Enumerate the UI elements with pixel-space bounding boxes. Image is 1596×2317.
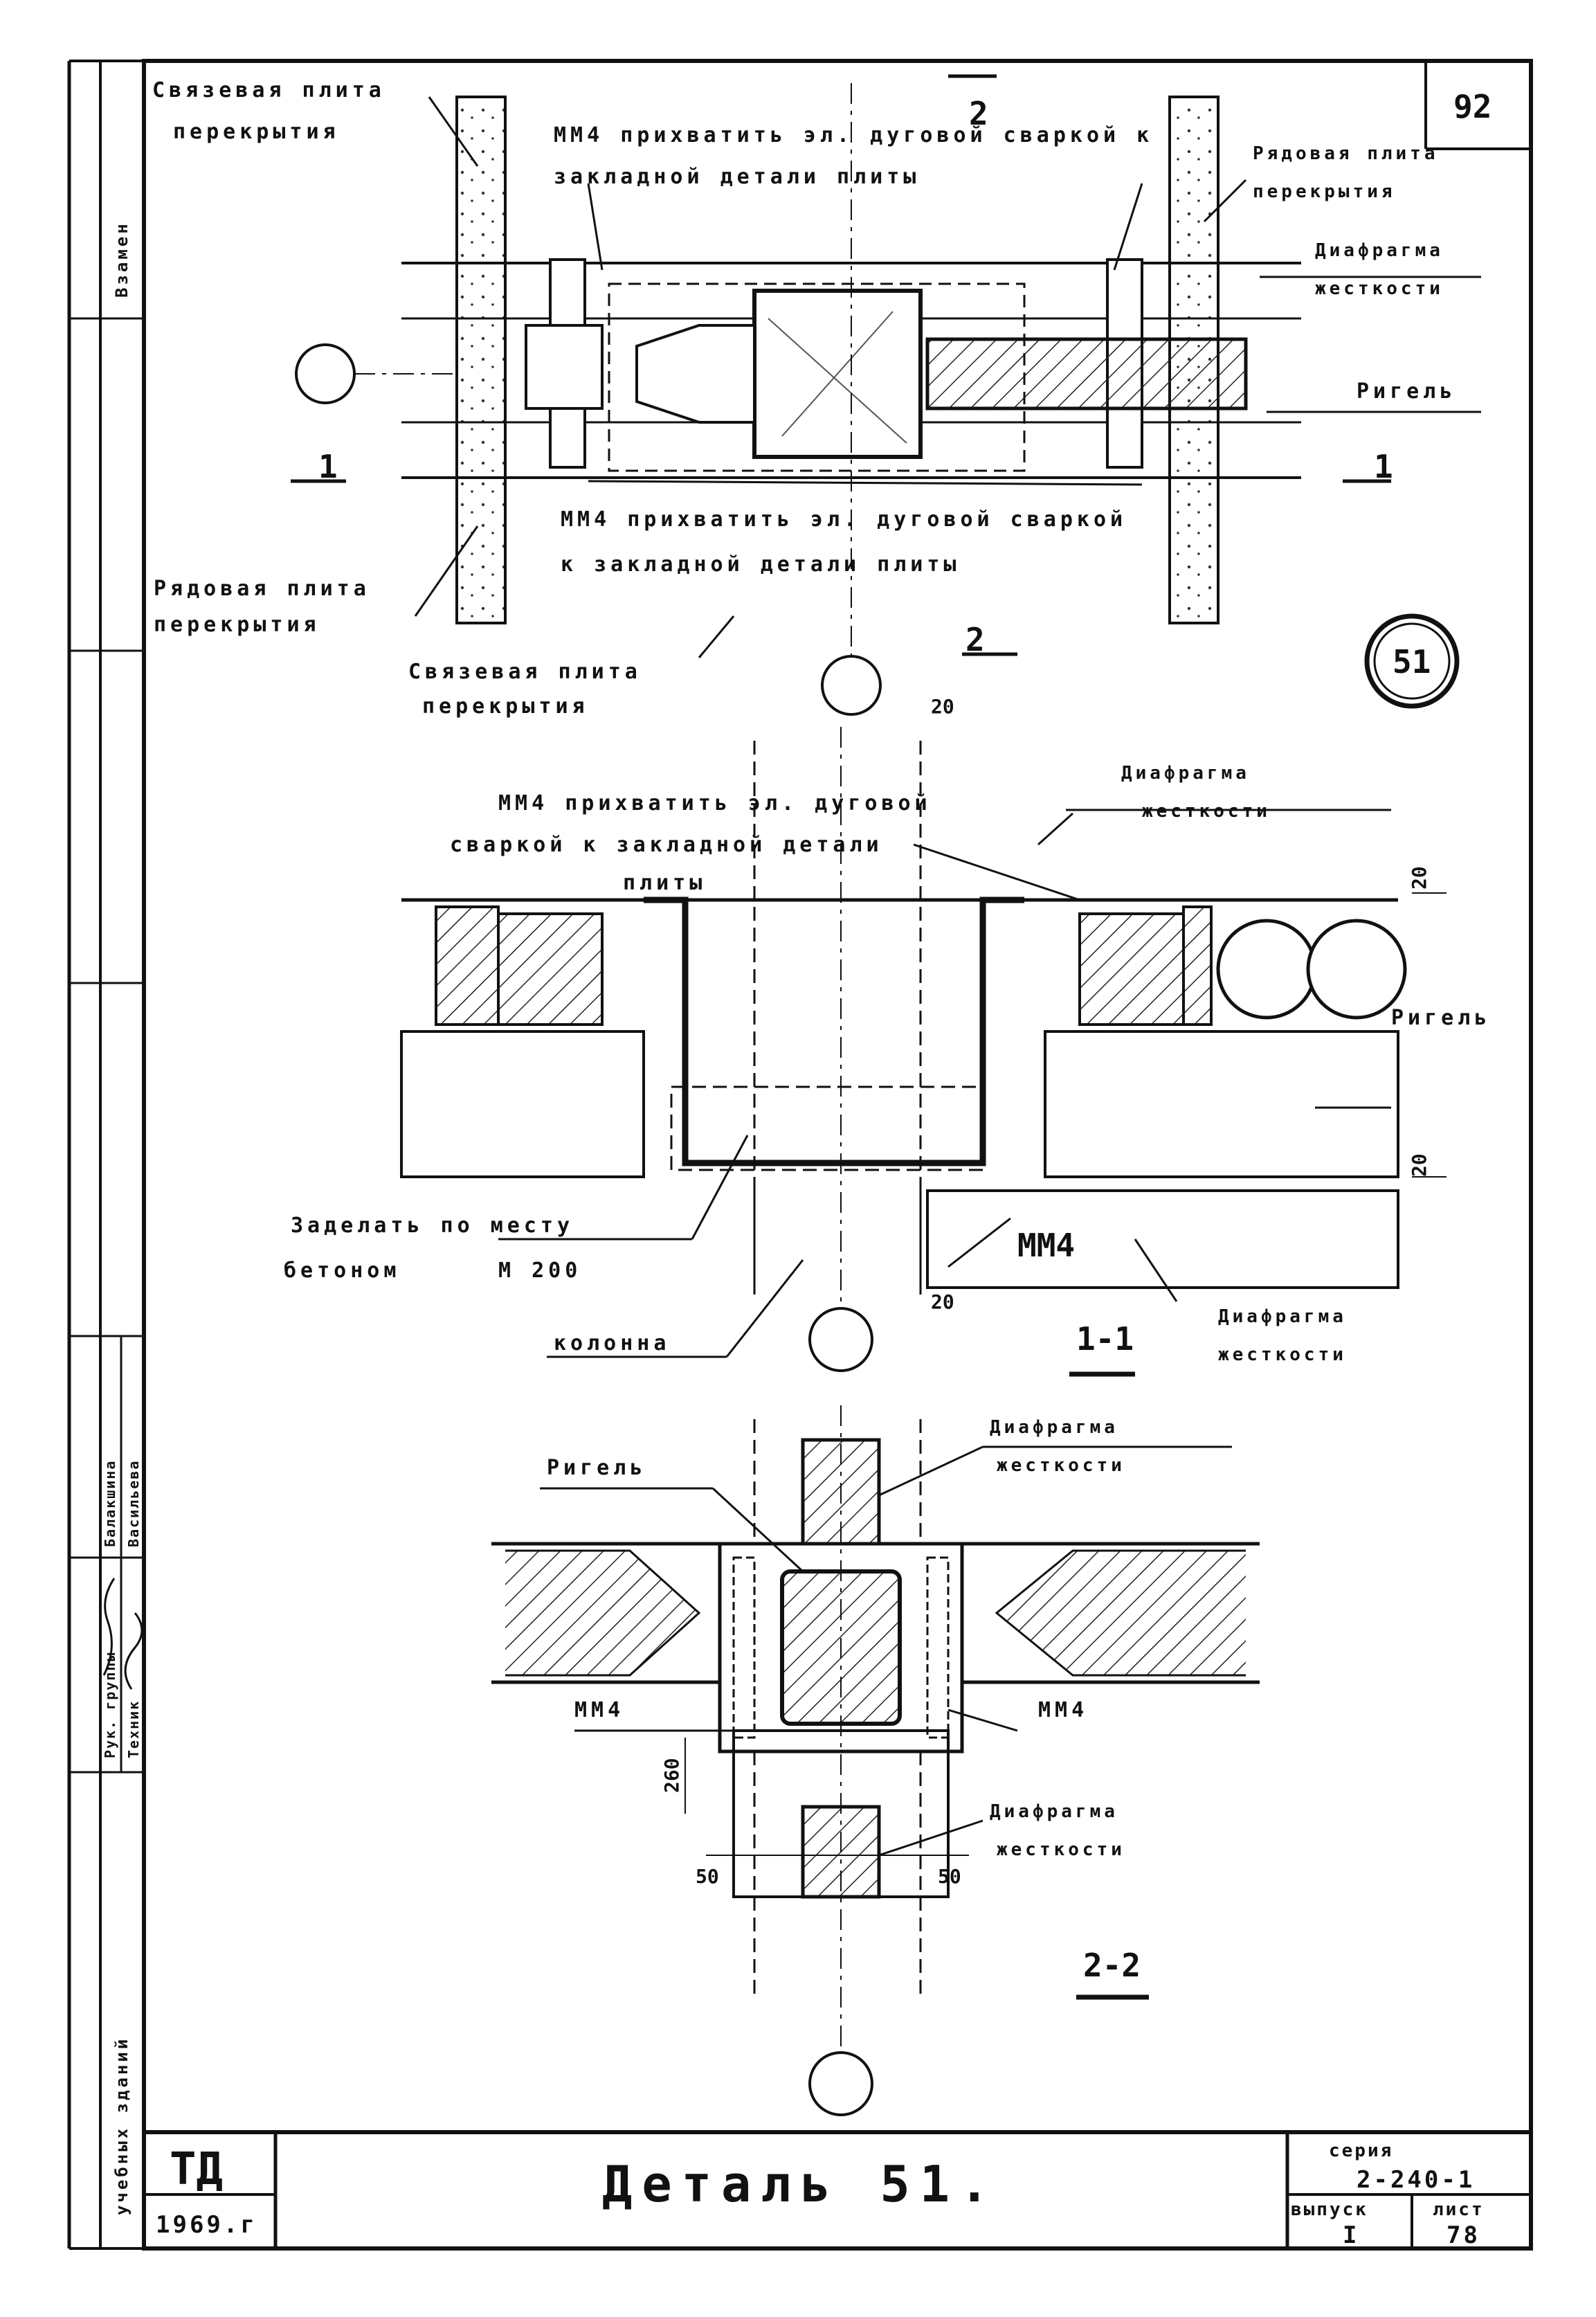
s22-dim-260: 260: [660, 1758, 683, 1793]
s22-label-diaphragm-bottom-1: Диафрагма: [990, 1801, 1118, 1822]
s22-title: 2-2: [1083, 1947, 1141, 1984]
s11-label-diaphragm-bottom-1: Диафрагма: [1218, 1306, 1347, 1327]
tb-issue-value: I: [1343, 2221, 1359, 2249]
s11-dim-20-bottom: 20: [931, 1290, 954, 1313]
detail-mark: 51: [1364, 613, 1460, 709]
side-strip: Взамен учебных зданий Рук. группы Техник…: [102, 221, 143, 2215]
plan-label-row-slab-left-2: перекрытия: [154, 613, 320, 637]
tb-sheet-label: лист: [1433, 2199, 1485, 2220]
s22-label-mm4-right: ММ4: [1038, 1698, 1088, 1722]
s11-label-crossbar: Ригель: [1391, 1006, 1491, 1030]
tb-series-label: серия: [1329, 2140, 1393, 2161]
plan-label-row-slab-right-1: Рядовая плита: [1253, 143, 1439, 164]
s11-label-diaphragm-bottom-2: жесткости: [1218, 1344, 1347, 1365]
s11-label-mm4: ММ4: [1017, 1227, 1075, 1264]
s11-label-diaphragm-top-2: жесткости: [1142, 801, 1271, 822]
side-role-1: Рук. группы: [102, 1652, 118, 1758]
plan-label-row-slab-left-1: Рядовая плита: [154, 577, 370, 601]
plan-section-mark-bottom: 2: [965, 621, 985, 658]
sheet-number: 92: [1453, 88, 1491, 125]
s11-label-weld-3: плиты: [623, 871, 706, 895]
plan-label-diaphragm-right-2: жесткости: [1315, 278, 1444, 299]
s11-dim-20-right-bottom: 20: [1408, 1153, 1431, 1177]
plan-label-tie-slab-top-2: перекрытия: [173, 120, 340, 144]
plan-label-weld-top-2: закладной детали плиты: [554, 165, 920, 189]
s11-label-diaphragm-top-1: Диафрагма: [1121, 763, 1250, 784]
s11-label-column: колонна: [554, 1331, 670, 1355]
side-name-2: Васильева: [125, 1460, 142, 1547]
s22-label-mm4-left: ММ4: [574, 1698, 624, 1722]
sheet-frame: [67, 59, 1533, 2251]
tb-sheet-value: 78: [1447, 2221, 1480, 2249]
title-block: ТД 1969.г Деталь 51. серия 2-240-1 выпус…: [144, 2130, 1531, 2249]
plan-label-crossbar: Ригель: [1357, 379, 1456, 404]
tb-title: Деталь 51.: [602, 2155, 999, 2213]
s22-label-diaphragm-top-2: жесткости: [997, 1455, 1125, 1476]
detail-mark-number: 51: [1393, 643, 1431, 680]
s11-label-fill-2: бетоном: [284, 1259, 400, 1283]
s11-label-weld-2: сваркой к закладной детали: [450, 833, 883, 857]
signature-2: [124, 1612, 143, 1690]
plan-view: 2 2 1 1 Связевая плита перекрытия ММ4 пр…: [152, 74, 1481, 719]
s11-label-fill-grade: М 200: [498, 1259, 581, 1283]
plan-label-weld-bottom-1: ММ4 прихватить эл. дуговой сваркой: [561, 507, 1127, 532]
plan-label-tie-slab-top-1: Связевая плита: [152, 78, 386, 102]
side-vzamen: Взамен: [112, 221, 132, 298]
section-1-1: 20 20 20 20 ММ4 прихватить эл. дуговой с…: [284, 695, 1491, 1377]
s22-dim-50-left: 50: [696, 1865, 719, 1888]
s22-label-diaphragm-bottom-2: жесткости: [997, 1839, 1125, 1860]
side-title: учебных зданий: [112, 2037, 132, 2215]
s11-label-fill-1: Заделать по месту: [291, 1214, 574, 1238]
plan-label-tie-slab-bottom-2: перекрытия: [422, 694, 589, 719]
section-2-2: 260 50 50 Ригель Диафрагма жесткости ММ4…: [491, 1405, 1260, 2116]
side-role-2: Техник: [125, 1700, 142, 1758]
tb-year: 1969.г: [156, 2211, 257, 2239]
s22-dim-50-right: 50: [938, 1865, 961, 1888]
s11-dim-20-right-top: 20: [1408, 866, 1431, 890]
tb-series-value: 2-240-1: [1357, 2166, 1475, 2194]
plan-label-row-slab-right-2: перекрытия: [1253, 181, 1396, 202]
tb-org: ТД: [170, 2144, 223, 2195]
signature-1: [102, 1578, 116, 1676]
plan-label-weld-bottom-2: к закладной детали плиты: [561, 552, 960, 577]
plan-section-mark-top: 2: [969, 95, 988, 132]
tb-issue-label: выпуск: [1291, 2199, 1368, 2220]
s22-label-diaphragm-top-1: Диафрагма: [990, 1417, 1118, 1438]
s11-title: 1-1: [1076, 1320, 1134, 1358]
plan-section-mark-left: 1: [318, 448, 338, 485]
s11-label-weld-1: ММ4 прихватить эл. дуговой: [498, 791, 932, 815]
plan-label-diaphragm-right-1: Диафрагма: [1315, 240, 1444, 261]
s22-label-crossbar: Ригель: [547, 1456, 646, 1480]
side-name-1: Балакшина: [102, 1460, 118, 1547]
s11-dim-20-top: 20: [931, 695, 954, 718]
plan-label-weld-top-1: ММ4 прихватить эл. дуговой сваркой к: [554, 123, 1153, 147]
plan-section-mark-right: 1: [1374, 448, 1393, 485]
plan-label-tie-slab-bottom-1: Связевая плита: [408, 660, 642, 684]
